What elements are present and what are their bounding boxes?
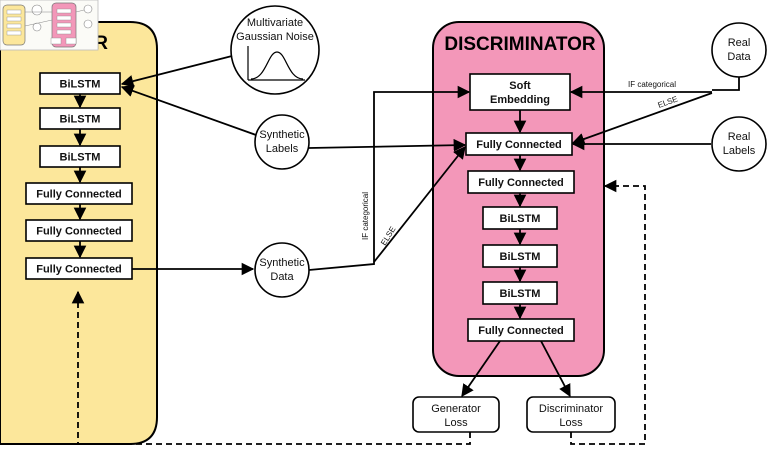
- arrow-real-data-to-fully-connected: [571, 92, 713, 146]
- label-else-right: ELSE: [657, 94, 679, 109]
- gaussian-noise-label-line-2: Gaussian Noise: [236, 31, 314, 43]
- discriminator-layer-4: BiLSTM: [482, 244, 558, 268]
- arrow-discriminator-to-discriminator-loss: [540, 340, 571, 398]
- real-data-label-line-1: Real: [728, 37, 751, 49]
- generator-layer-2: BiLSTM: [39, 107, 121, 130]
- label-if-categorical-left: IF categorical: [361, 192, 370, 240]
- feedback-generator-loss-to-generator: [71, 290, 471, 445]
- discriminator-loss-label-line-2: Loss: [559, 417, 583, 429]
- real-labels-node: Real Labels: [711, 116, 767, 172]
- discriminator-title: DISCRIMINATOR: [444, 34, 596, 55]
- feedback-discriminator-loss-to-discriminator: [570, 179, 646, 445]
- arrow-synthetic-data-to-fully-connected: [373, 146, 466, 263]
- label-if-categorical-right: IF categorical: [628, 80, 676, 89]
- discriminator-layer-5-label: BiLSTM: [500, 288, 541, 300]
- generator-layer-4: Fully Connected: [25, 182, 133, 205]
- discriminator-panel: DISCRIMINATOR Soft Embedding Fully Conne…: [432, 21, 605, 377]
- discriminator-layer-1: Fully Connected: [465, 132, 573, 156]
- gaussian-curve: [250, 51, 304, 80]
- generator-layer-1-label: BiLSTM: [60, 79, 101, 91]
- generator-loss-box: Generator Loss: [412, 396, 500, 433]
- synthetic-labels-node: Synthetic Labels: [254, 114, 310, 170]
- generator-layer-3-label: BiLSTM: [60, 152, 101, 164]
- synthetic-labels-label-line-2: Labels: [266, 143, 299, 155]
- generator-layer-6: Fully Connected: [25, 257, 133, 280]
- generator-layer-1: BiLSTM: [39, 72, 121, 95]
- soft-embedding-box: Soft Embedding: [469, 73, 571, 111]
- generator-layer-6-label: Fully Connected: [36, 264, 122, 276]
- thumbnail-inset: [0, 0, 99, 51]
- soft-embedding-label-line-1: Soft: [509, 80, 531, 92]
- synthetic-data-label-line-1: Synthetic: [259, 257, 305, 269]
- soft-embedding-label-line-2: Embedding: [490, 94, 550, 106]
- generator-layer-2-label: BiLSTM: [60, 114, 101, 126]
- discriminator-layer-3-label: BiLSTM: [500, 213, 541, 225]
- arrow-noise-to-generator: [120, 55, 233, 88]
- generator-loss-label-line-1: Generator: [431, 403, 481, 415]
- synthetic-data-label-line-2: Data: [270, 271, 294, 283]
- real-labels-label-line-2: Labels: [723, 145, 756, 157]
- discriminator-layer-2: Fully Connected: [467, 170, 575, 194]
- discriminator-layer-4-label: BiLSTM: [500, 251, 541, 263]
- real-data-node: Real Data: [711, 22, 767, 78]
- discriminator-layer-3: BiLSTM: [482, 206, 558, 230]
- arrow-synthetic-data-to-soft-embedding: [308, 85, 471, 271]
- synthetic-data-node: Synthetic Data: [254, 242, 310, 298]
- arrow-synthetic-labels-to-discriminator: [308, 138, 467, 152]
- discriminator-layer-6-label: Fully Connected: [478, 325, 564, 337]
- discriminator-loss-label-line-1: Discriminator: [539, 403, 604, 415]
- arrow-synthetic-labels-to-generator: [120, 84, 257, 136]
- discriminator-layer-2-label: Fully Connected: [478, 177, 564, 189]
- generator-layer-3: BiLSTM: [39, 145, 121, 168]
- discriminator-loss-box: Discriminator Loss: [526, 396, 616, 433]
- real-data-label-line-2: Data: [727, 51, 751, 63]
- generator-layer-5-label: Fully Connected: [36, 226, 122, 238]
- connector-real-data-down: [712, 77, 740, 91]
- gaussian-noise-node: Multivariate Gaussian Noise: [230, 5, 320, 95]
- generator-layer-4-label: Fully Connected: [36, 189, 122, 201]
- generator-panel: ATOR BiLSTM BiLSTM BiLSTM Fully Connecte…: [0, 21, 158, 445]
- discriminator-layer-5: BiLSTM: [482, 281, 558, 305]
- gaussian-noise-label-line-1: Multivariate: [247, 17, 303, 29]
- real-labels-label-line-1: Real: [728, 131, 751, 143]
- generator-loss-label-line-2: Loss: [444, 417, 468, 429]
- discriminator-layer-1-label: Fully Connected: [476, 139, 562, 151]
- synthetic-labels-label-line-1: Synthetic: [259, 129, 305, 141]
- generator-layer-5: Fully Connected: [25, 219, 133, 242]
- arrow-discriminator-to-generator-loss: [461, 340, 501, 398]
- discriminator-layer-6: Fully Connected: [467, 318, 575, 342]
